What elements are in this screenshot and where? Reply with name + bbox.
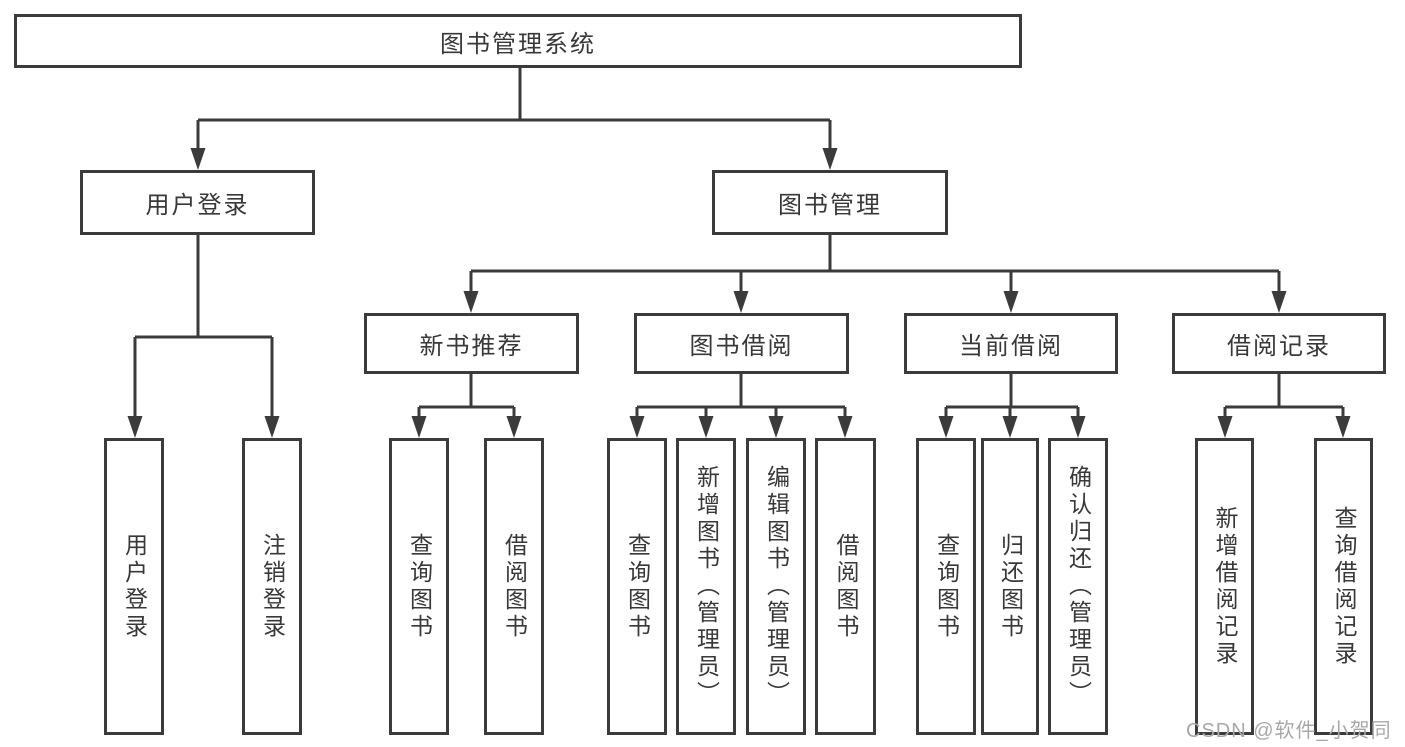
leaf-add-books-admin: 新增图书（管理员） xyxy=(676,438,736,735)
node-new-book-recommend: 新书推荐 xyxy=(364,313,579,374)
leaf-add-borrow-record: 新增借阅记录 xyxy=(1195,438,1254,735)
node-book-management: 图书管理 xyxy=(712,170,948,235)
watermark: CSDN @软件_小贺同学 xyxy=(1186,720,1392,742)
leaf-query-borrow-record: 查询借阅记录 xyxy=(1314,438,1373,735)
leaf-edit-books-admin: 编辑图书（管理员） xyxy=(746,438,806,735)
node-borrow-records: 借阅记录 xyxy=(1172,313,1386,374)
node-root: 图书管理系统 xyxy=(14,14,1022,68)
leaf-return-books: 归还图书 xyxy=(981,438,1039,735)
leaf-logout: 注销登录 xyxy=(242,438,302,735)
node-current-borrow: 当前借阅 xyxy=(904,313,1118,374)
leaf-borrow-books-recommend: 借阅图书 xyxy=(484,438,544,735)
leaf-query-books-recommend: 查询图书 xyxy=(389,438,449,735)
node-book-borrow: 图书借阅 xyxy=(634,313,849,374)
leaf-user-login: 用户登录 xyxy=(104,438,164,735)
leaf-confirm-return-admin: 确认归还（管理员） xyxy=(1048,438,1108,735)
node-user-login: 用户登录 xyxy=(80,170,315,235)
leaf-borrow-books: 借阅图书 xyxy=(815,438,876,735)
leaf-query-books-borrow: 查询图书 xyxy=(607,438,667,735)
leaf-query-books-current: 查询图书 xyxy=(916,438,976,735)
